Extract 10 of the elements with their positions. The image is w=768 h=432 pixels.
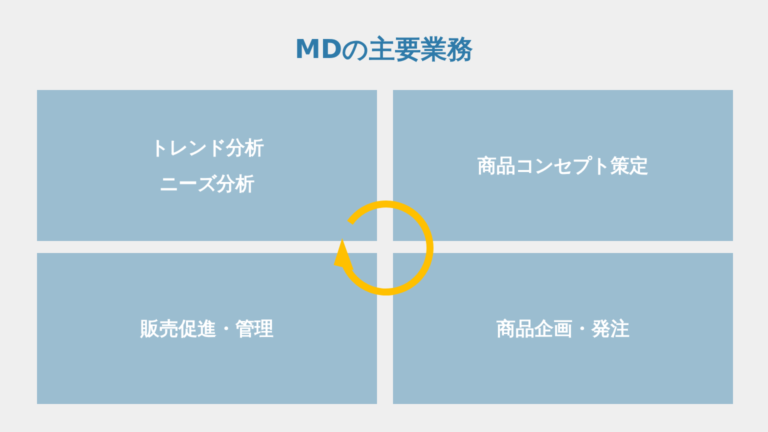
title: MDの主要業務 [294,34,474,67]
task-text: 商品コンセプト策定 [478,154,648,178]
task-text: 商品企画・発注 [496,316,630,342]
task-panel [37,253,377,404]
task-text: トレンド分析 [150,136,264,160]
task-text: ニーズ分析 [160,172,254,196]
task-panel [393,253,733,404]
task-text: 販売促進・管理 [140,316,274,342]
task-panel [393,90,733,241]
task-panel [37,90,377,241]
